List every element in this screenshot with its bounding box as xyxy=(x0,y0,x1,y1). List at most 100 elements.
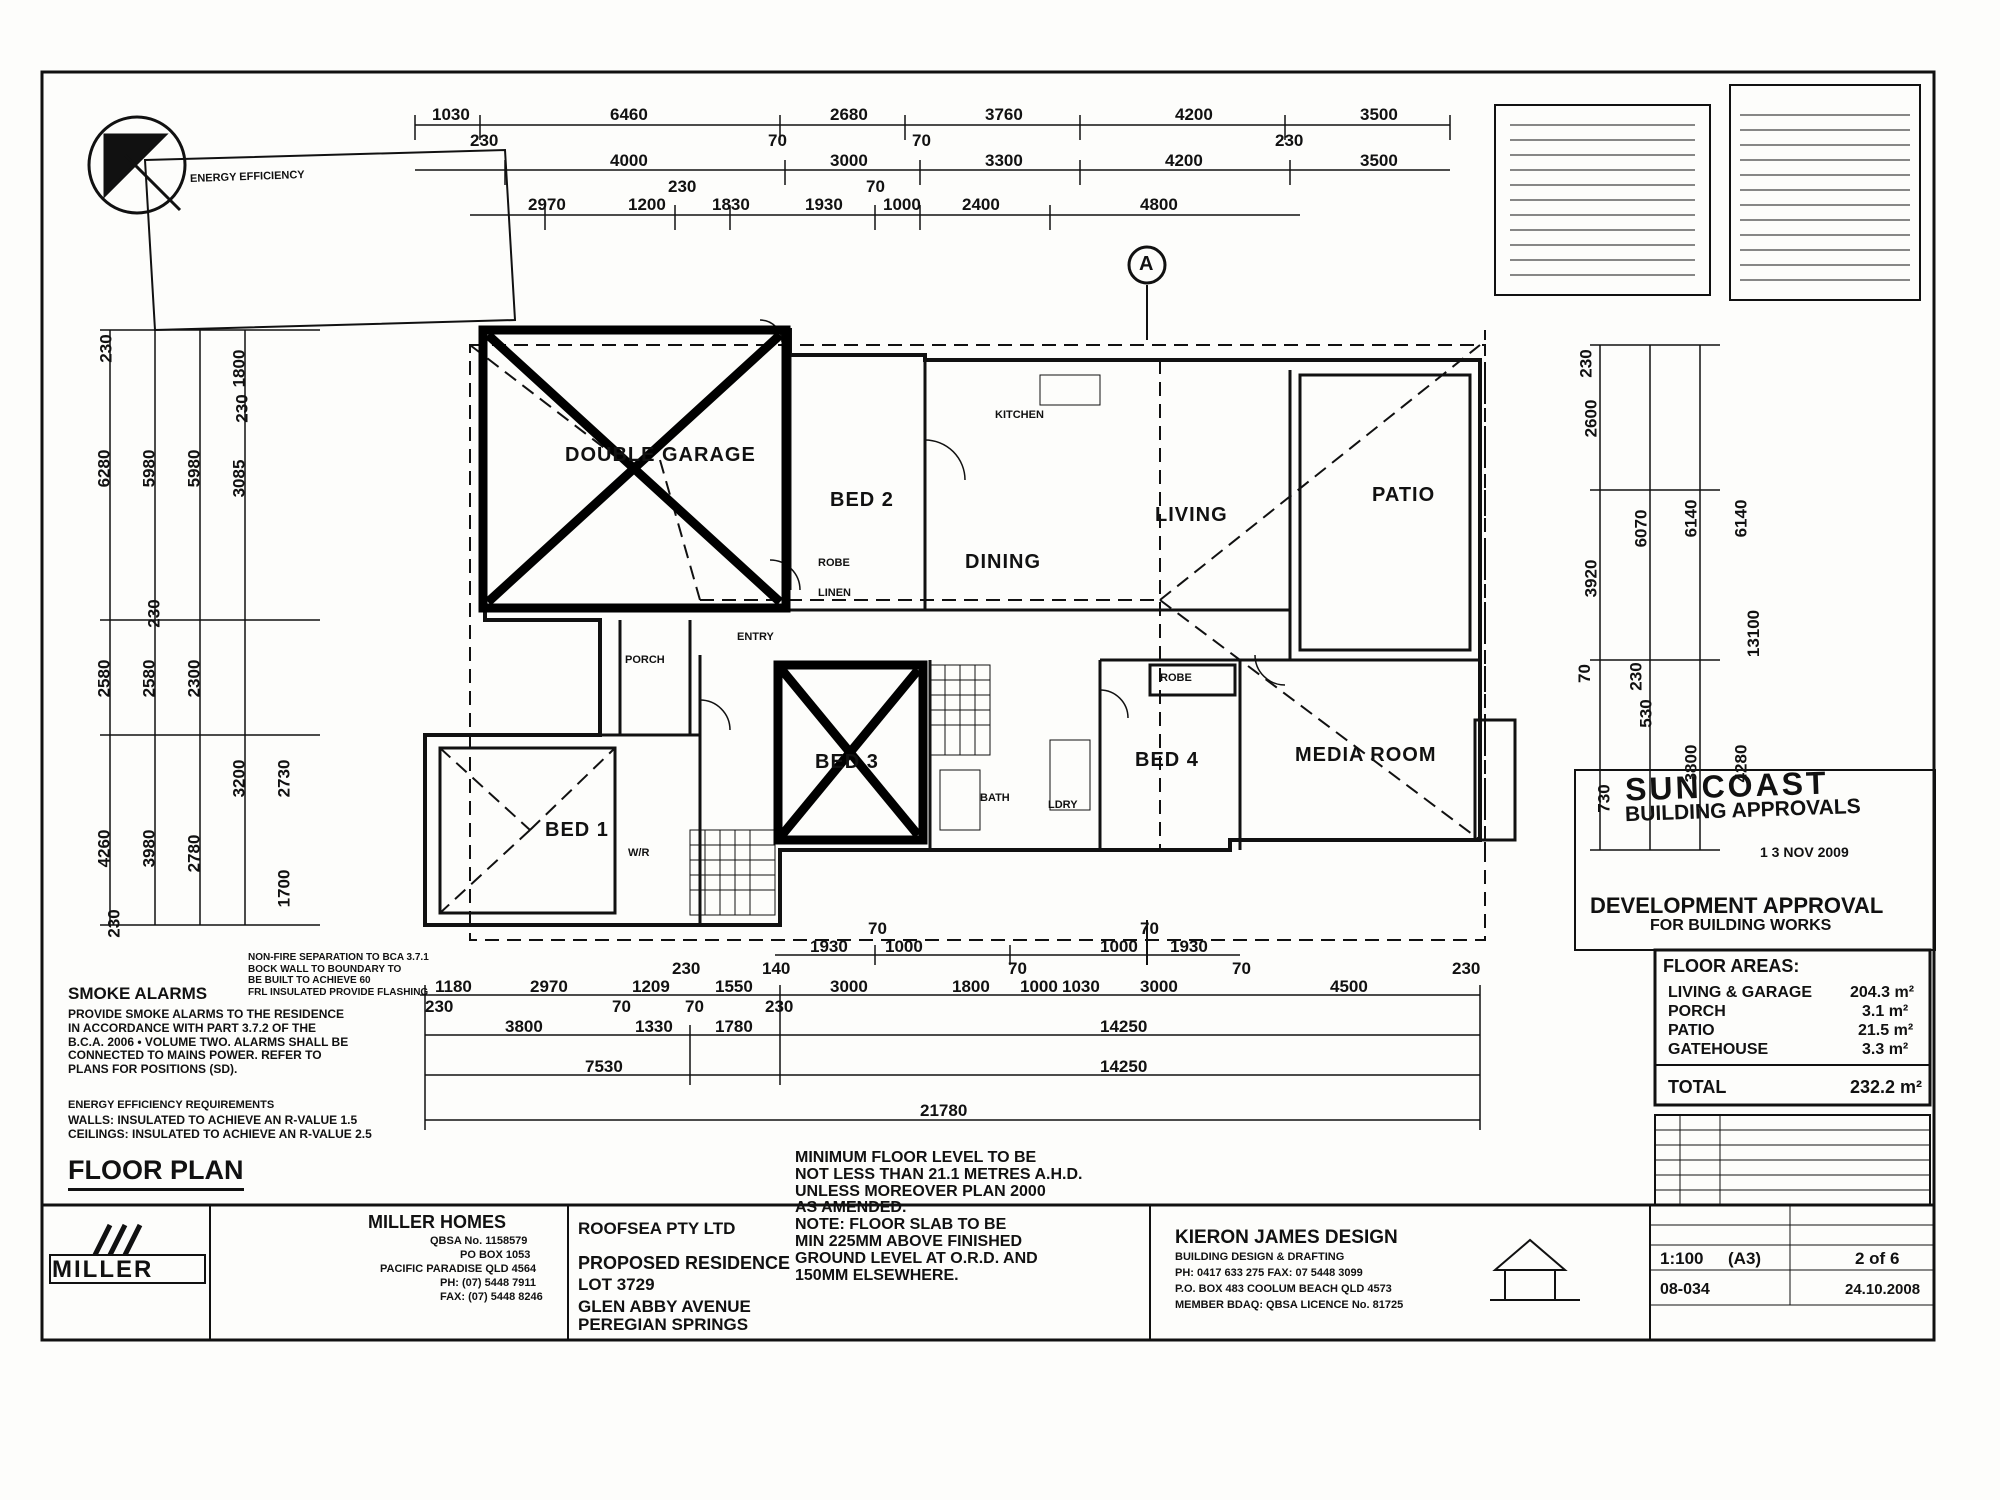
designer-address: P.O. BOX 483 COOLUM BEACH QLD 4573 xyxy=(1175,1283,1392,1295)
dim-left: 230 xyxy=(144,599,164,628)
dim-top-3: 1830 xyxy=(712,195,750,214)
dim-bottom-3: 14250 xyxy=(1100,1057,1148,1076)
dim-right: 230 xyxy=(1626,662,1646,691)
project-lot: LOT 3729 xyxy=(578,1275,655,1294)
builder-logo-mark xyxy=(92,1223,143,1257)
drawing-title: FLOOR PLAN xyxy=(68,1157,244,1191)
room-bath: BATH xyxy=(980,792,1010,804)
dim-left: 230 xyxy=(232,394,252,423)
sheet-size: (A3) xyxy=(1728,1249,1762,1268)
dim-right: 13100 xyxy=(1744,609,1764,658)
dim-bottom-1: 4500 xyxy=(1330,977,1368,996)
dim-left: 230 xyxy=(104,909,124,938)
floor-area-label: PATIO xyxy=(1668,1022,1715,1039)
room-media-room: MEDIA ROOM xyxy=(1295,744,1437,766)
dim-left: 3200 xyxy=(229,759,249,798)
smoke-alarms-text: PROVIDE SMOKE ALARMS TO THE RESIDENCE IN… xyxy=(68,1007,349,1077)
room-wir: W/R xyxy=(628,847,650,859)
dim-left: 2730 xyxy=(274,759,294,798)
dim-left: 6280 xyxy=(94,449,114,488)
dim-top-3: 4800 xyxy=(1140,195,1178,214)
door-swings xyxy=(699,319,1286,731)
dim-bottom-1: 1800 xyxy=(952,977,990,996)
floor-areas-title: FLOOR AREAS: xyxy=(1663,956,1800,976)
dim-left: 1700 xyxy=(274,869,294,908)
designer-name: KIERON JAMES DESIGN xyxy=(1175,1227,1398,1248)
north-arrow xyxy=(87,115,187,215)
floor-area-value: 3.3 m² xyxy=(1862,1041,1909,1058)
notes-box xyxy=(1494,104,1711,296)
dim-left: 2580 xyxy=(94,659,114,698)
dim-left: 4260 xyxy=(94,829,114,868)
project-name: PROPOSED RESIDENCE xyxy=(578,1253,791,1273)
dim-bottom-0: 70 xyxy=(1140,919,1159,938)
dim-top-2: 70 xyxy=(768,131,787,150)
dim-left: 1800 xyxy=(229,349,249,388)
dim-top-3: 1200 xyxy=(628,195,666,214)
room-bed-1: BED 1 xyxy=(545,819,609,841)
dim-bottom-0: 1000 xyxy=(1100,937,1138,956)
dim-top-2: 4200 xyxy=(1165,151,1203,170)
floor-area-total-value: 232.2 m² xyxy=(1850,1077,1923,1097)
dim-bottom-1: 1030 xyxy=(1062,977,1100,996)
dim-top-1: 2680 xyxy=(830,105,868,124)
floor-area-label: PORCH xyxy=(1668,1003,1726,1020)
room-dining: DINING xyxy=(965,551,1041,573)
dim-top-2: 70 xyxy=(912,131,931,150)
room-kitchen: KITCHEN xyxy=(995,409,1044,421)
dim-left: 2580 xyxy=(139,659,159,698)
dim-bottom-2: 70 xyxy=(685,997,704,1016)
project-street: GLEN ABBY AVENUE xyxy=(578,1297,751,1316)
dim-bottom-1: 3000 xyxy=(1140,977,1178,996)
dim-bottom-2: 1780 xyxy=(715,1017,753,1036)
dim-top-2: 4000 xyxy=(610,151,648,170)
energy-reqs-text: WALLS: INSULATED TO ACHIEVE AN R-VALUE 1… xyxy=(68,1113,372,1141)
bottom-dimension-lines xyxy=(420,945,1481,1130)
drawing-scale: 1:100 xyxy=(1660,1249,1704,1268)
title-info-grid xyxy=(1650,1205,1934,1306)
legend-rows xyxy=(1510,114,1910,281)
dim-bottom-2: 230 xyxy=(765,997,794,1016)
dim-bottom-0: 70 xyxy=(868,919,887,938)
floor-areas-frame xyxy=(1653,948,1932,1107)
floor-area-label: GATEHOUSE xyxy=(1668,1041,1769,1058)
floor-area-label: LIVING & GARAGE xyxy=(1668,984,1813,1001)
room-ldry: LDRY xyxy=(1048,799,1078,811)
designer-phone: PH: 0417 633 275 FAX: 07 5448 3099 xyxy=(1175,1267,1363,1279)
fire-separation-note: NON-FIRE SEPARATION TO BCA 3.7.1 BOCK WA… xyxy=(248,952,429,998)
energy-reqs-title: ENERGY EFFICIENCY REQUIREMENTS xyxy=(68,1099,275,1111)
room-bed-2: BED 2 xyxy=(830,489,894,511)
room-living: LIVING xyxy=(1155,504,1228,526)
room-bed-3: BED 3 xyxy=(815,751,879,773)
builder-line: QBSA No. 1158579 xyxy=(430,1235,528,1247)
stamp-date: 1 3 NOV 2009 xyxy=(1760,844,1849,860)
room-double-garage: DOUBLE GARAGE xyxy=(565,444,756,466)
dim-top-2: 3000 xyxy=(830,151,868,170)
dim-top-2: 230 xyxy=(470,131,499,150)
minimum-floor-note: MINIMUM FLOOR LEVEL TO BE NOT LESS THAN … xyxy=(795,1149,1083,1284)
dim-bottom-4: 21780 xyxy=(920,1101,968,1120)
dim-bottom-1: 230 xyxy=(672,959,701,978)
wet-area-tiles xyxy=(689,374,1101,916)
dim-top-3: 230 xyxy=(668,177,697,196)
builder-name: MILLER HOMES xyxy=(368,1212,506,1232)
dim-bottom-2: 3800 xyxy=(505,1017,543,1036)
dim-top-1: 4200 xyxy=(1175,105,1213,124)
designer-logo-house xyxy=(1490,1238,1580,1301)
dim-top-1: 6460 xyxy=(610,105,648,124)
dim-bottom-2: 70 xyxy=(612,997,631,1016)
dim-top-3: 2400 xyxy=(962,195,1000,214)
dim-bottom-1: 230 xyxy=(1452,959,1481,978)
floor-area-total-label: TOTAL xyxy=(1668,1077,1727,1097)
project-suburb: PEREGIAN SPRINGS xyxy=(578,1315,749,1334)
redaction-crosses xyxy=(478,325,928,845)
room-bed-4: BED 4 xyxy=(1135,749,1199,771)
dim-top-1: 1030 xyxy=(432,105,470,124)
dim-left: 5980 xyxy=(139,449,159,488)
designer-sub: BUILDING DESIGN & DRAFTING xyxy=(1175,1251,1345,1263)
builder-logo: MILLER xyxy=(52,1256,154,1283)
sheet-number: 2 of 6 xyxy=(1855,1249,1900,1268)
builder-line: PH: (07) 5448 7911 xyxy=(440,1277,537,1289)
dim-bottom-1: 70 xyxy=(1232,959,1251,978)
dim-bottom-0: 1000 xyxy=(885,937,923,956)
